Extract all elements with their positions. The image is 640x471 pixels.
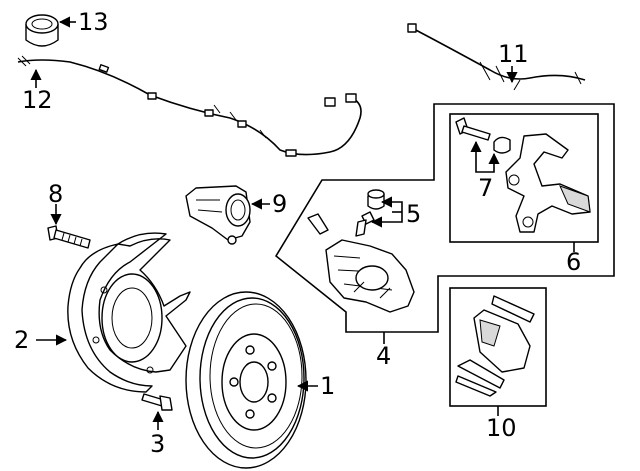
callout-1: 1: [320, 372, 335, 400]
caliper-bracket-part: [505, 133, 591, 233]
callout-3: 3: [150, 430, 165, 458]
brake-pad-part: [455, 295, 535, 397]
seal-cap-part: [25, 14, 59, 47]
callout-9: 9: [272, 190, 287, 218]
bracket-group-outline: [449, 113, 599, 243]
caliper-housing-part: [185, 185, 251, 245]
guide-pin-part: [355, 189, 385, 237]
callout-5: 5: [406, 200, 421, 228]
callout-7: 7: [478, 174, 493, 202]
caliper-group-outline: [274, 103, 615, 333]
callout-4: 4: [376, 342, 391, 370]
callout-13: 13: [78, 8, 109, 36]
dust-shield-part: [67, 232, 191, 393]
callout-10: 10: [486, 414, 517, 442]
abs-sensor-harness-part: [17, 55, 362, 157]
caliper-body-part: [307, 213, 415, 313]
callout-12: 12: [22, 86, 53, 114]
leader-lines: [30, 16, 575, 430]
callout-6: 6: [566, 248, 581, 276]
callout-11: 11: [498, 40, 529, 68]
bolt-part: [47, 225, 91, 249]
brake-rotor-part: [185, 291, 307, 469]
bolt-small-part: [141, 393, 173, 411]
bracket-pin-part: [455, 117, 511, 154]
sensor-wire-part: [407, 23, 586, 91]
callout-2: 2: [14, 326, 29, 354]
callout-8: 8: [48, 180, 63, 208]
